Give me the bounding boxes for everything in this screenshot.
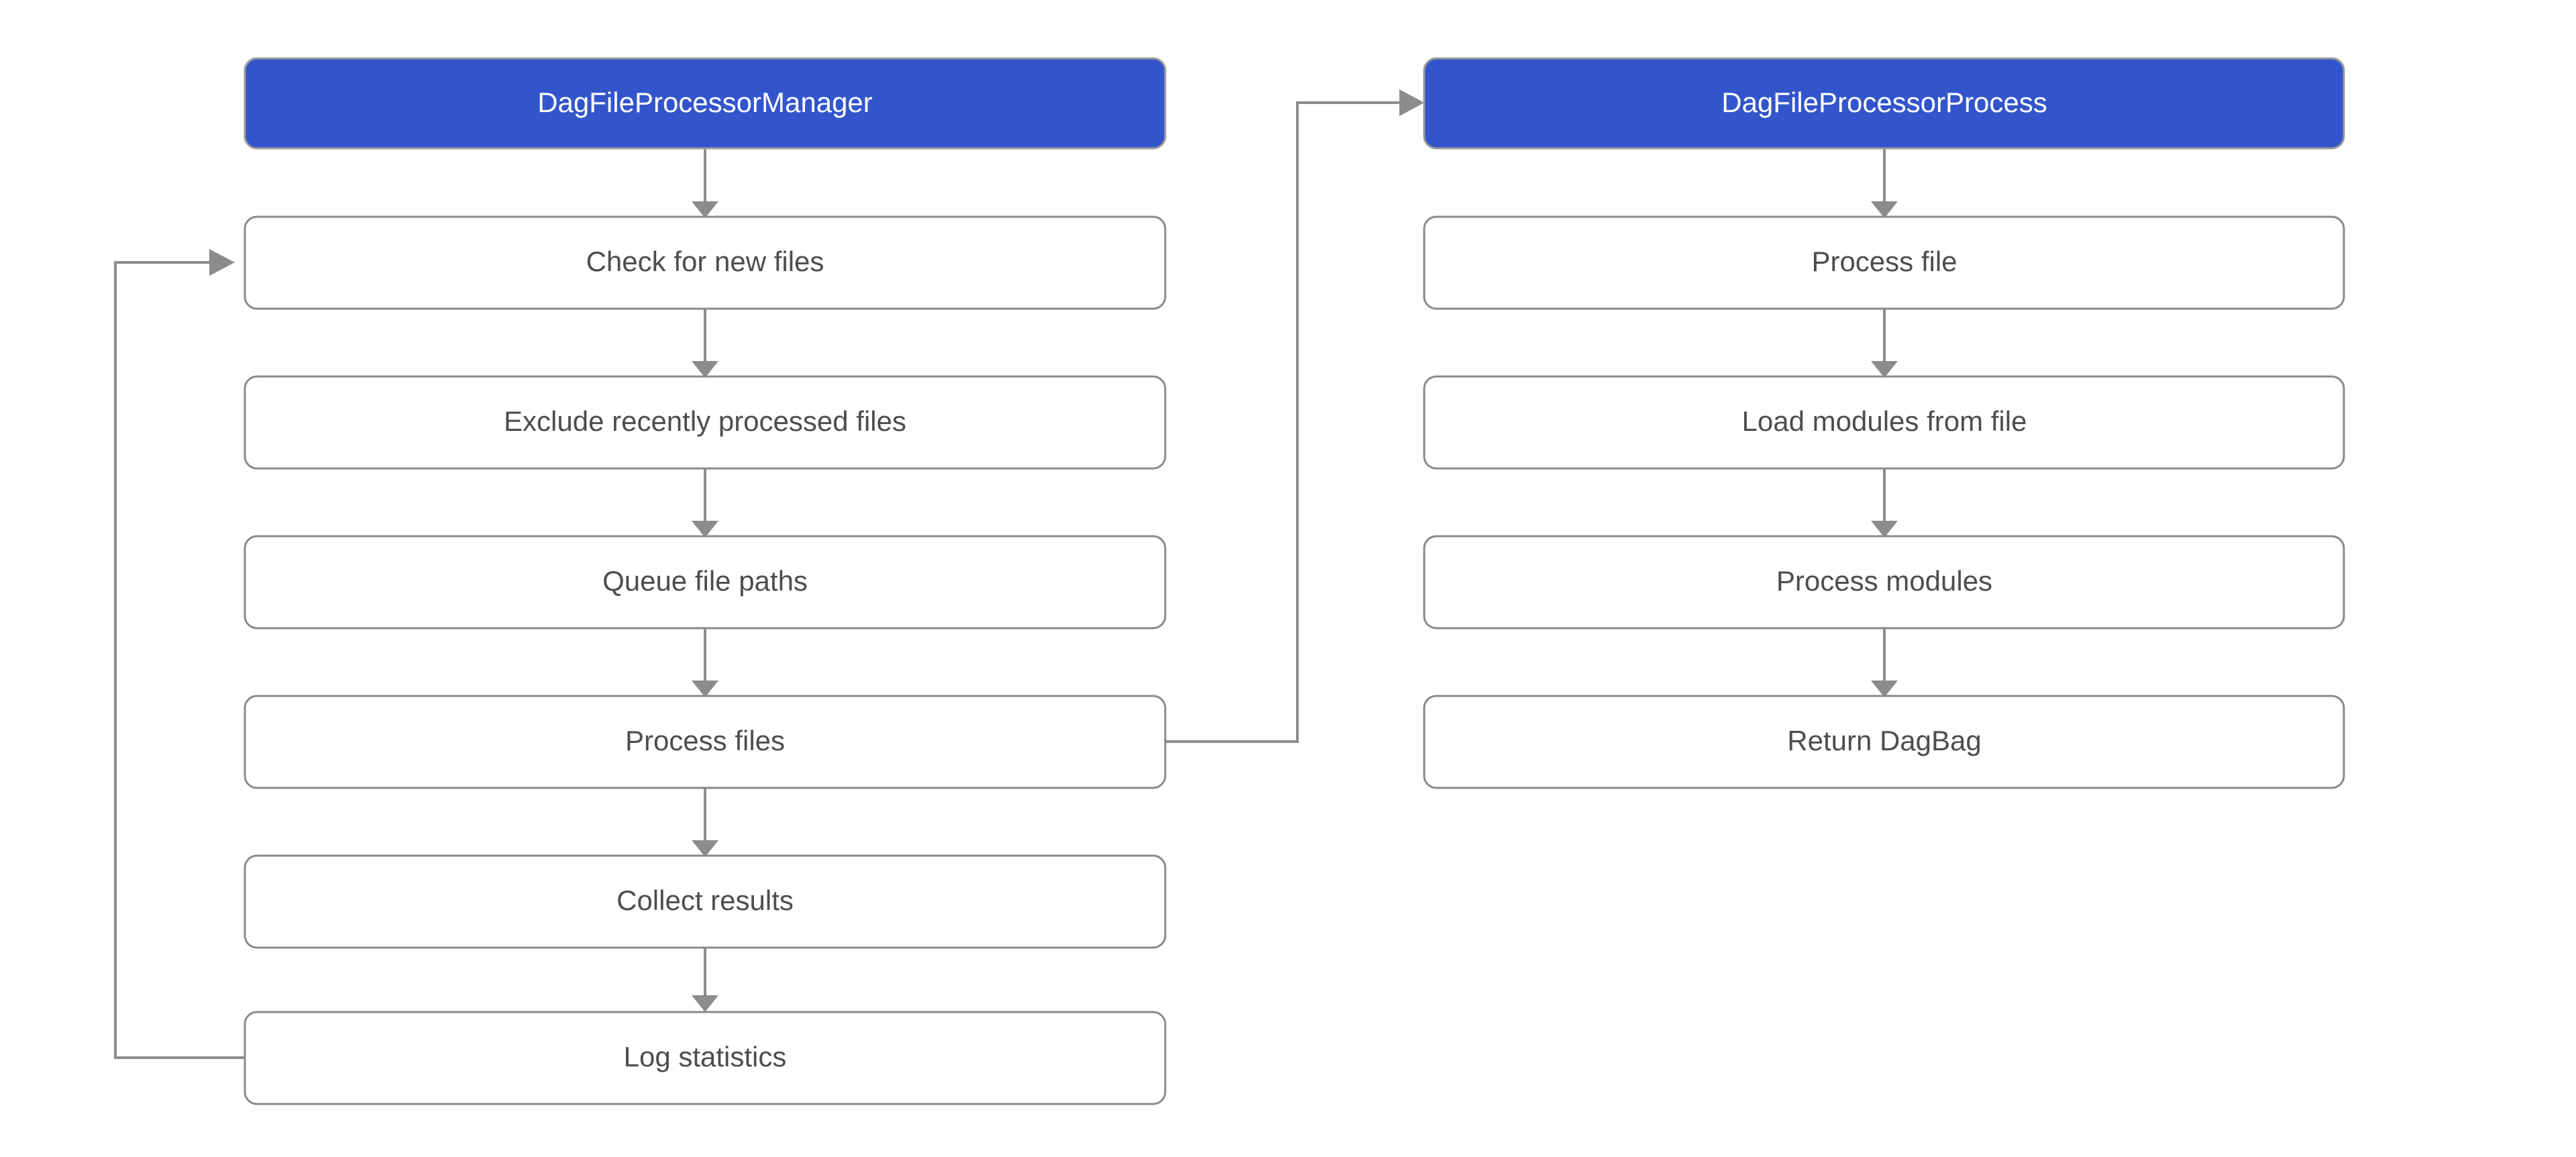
edge-collect-to-log	[692, 948, 718, 1012]
node-label: DagFileProcessorProcess	[1721, 87, 2047, 118]
edge-arrowhead	[1871, 521, 1898, 538]
edge-arrowhead	[1871, 681, 1898, 697]
node-box[interactable]	[244, 215, 1167, 310]
node-box[interactable]	[1423, 375, 2345, 470]
edge-arrowhead	[692, 201, 718, 218]
edge-line	[114, 261, 245, 1059]
node-dagfileprocessorprocess[interactable]: DagFileProcessorProcess	[1423, 57, 2345, 150]
node-box[interactable]	[1423, 57, 2345, 150]
node-return-dagbag[interactable]: Return DagBag	[1423, 695, 2345, 789]
node-label: DagFileProcessorManager	[537, 87, 873, 118]
edge-manager-to-check	[692, 148, 718, 218]
node-box[interactable]	[244, 854, 1167, 949]
node-box[interactable]	[244, 695, 1167, 789]
edge-loadmodules-to-processmodules	[1871, 468, 1898, 538]
edges-layer	[114, 89, 1898, 1059]
node-label: Check for new files	[586, 246, 824, 277]
edge-arrowhead	[692, 681, 718, 697]
edge-queue-to-process	[692, 628, 718, 697]
node-label: Process files	[625, 725, 785, 756]
node-process-file[interactable]: Process file	[1423, 215, 2345, 310]
edge-processfiles-to-processorprocess	[1165, 89, 1424, 743]
node-box[interactable]	[244, 375, 1167, 470]
edge-arrowhead	[1871, 361, 1898, 378]
edge-arrowhead	[692, 361, 718, 378]
node-box[interactable]	[244, 535, 1167, 630]
node-label: Process modules	[1776, 565, 1992, 597]
node-box[interactable]	[1423, 535, 2345, 630]
node-box[interactable]	[1423, 695, 2345, 789]
right-column: DagFileProcessorProcess Process file Loa…	[1423, 57, 2345, 789]
node-box[interactable]	[244, 1011, 1167, 1105]
node-label: Load modules from file	[1742, 405, 2027, 437]
node-label: Exclude recently processed files	[504, 405, 906, 437]
node-label: Collect results	[616, 885, 794, 916]
node-collect-results[interactable]: Collect results	[244, 854, 1167, 949]
edge-arrowhead	[1399, 89, 1424, 116]
edge-processorprocess-to-processfile	[1871, 148, 1898, 218]
edge-process-to-collect	[692, 788, 718, 857]
left-column: DagFileProcessorManager Check for new fi…	[244, 57, 1167, 1105]
edge-arrowhead	[692, 995, 718, 1012]
node-load-modules-from-file[interactable]: Load modules from file	[1423, 375, 2345, 470]
node-label: Return DagBag	[1787, 725, 1982, 756]
node-box[interactable]	[244, 57, 1167, 150]
edge-check-to-exclude	[692, 309, 718, 378]
node-box[interactable]	[1423, 215, 2345, 310]
edge-arrowhead	[692, 521, 718, 538]
node-queue-file-paths[interactable]: Queue file paths	[244, 535, 1167, 630]
node-check-for-new-files[interactable]: Check for new files	[244, 215, 1167, 310]
node-log-statistics[interactable]: Log statistics	[244, 1011, 1167, 1105]
edge-processmodules-to-returndagbag	[1871, 628, 1898, 697]
node-label: Process file	[1811, 246, 1957, 277]
edge-exclude-to-queue	[692, 468, 718, 538]
edge-processfile-to-loadmodules	[1871, 309, 1898, 378]
edge-arrowhead	[1871, 201, 1898, 218]
node-label: Queue file paths	[602, 565, 808, 597]
node-dagfileprocessormanager[interactable]: DagFileProcessorManager	[244, 57, 1167, 150]
edge-arrowhead	[209, 249, 235, 276]
node-label: Log statistics	[624, 1041, 787, 1072]
node-process-files[interactable]: Process files	[244, 695, 1167, 789]
edge-log-back-to-check	[114, 249, 245, 1059]
edge-arrowhead	[692, 840, 718, 857]
node-exclude-recently-processed-files[interactable]: Exclude recently processed files	[244, 375, 1167, 470]
edge-line	[1165, 101, 1399, 743]
node-process-modules[interactable]: Process modules	[1423, 535, 2345, 630]
